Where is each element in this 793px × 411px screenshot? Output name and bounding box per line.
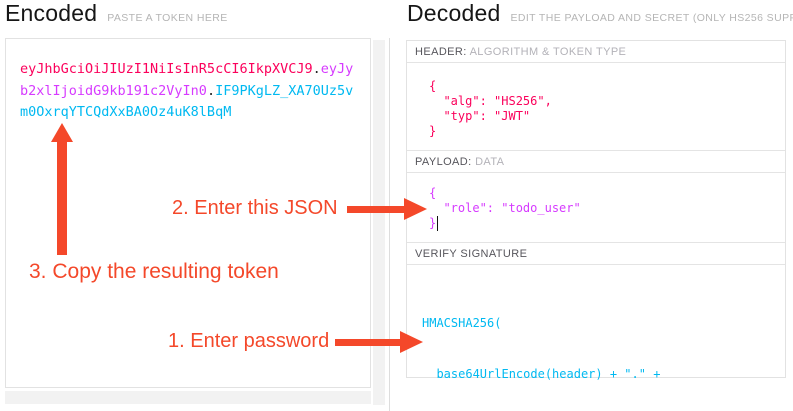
horizontal-scrollbar[interactable] [5, 391, 371, 404]
token-separator: . [206, 82, 216, 99]
header-section-label: HEADER: ALGORITHM & TOKEN TYPE [407, 41, 785, 63]
header-label-secondary: ALGORITHM & TOKEN TYPE [469, 46, 627, 58]
column-divider [389, 38, 390, 411]
payload-section-label: PAYLOAD: DATA [407, 151, 785, 173]
token-separator: . [312, 61, 321, 77]
encoded-title: Encoded [5, 0, 98, 26]
encoded-header: Encoded PASTE A TOKEN HERE [5, 0, 228, 27]
arrow-right-icon [400, 331, 423, 353]
verify-signature-label: VERIFY SIGNATURE [415, 248, 528, 260]
encoded-subtitle: PASTE A TOKEN HERE [107, 12, 228, 24]
signature-line-2: base64UrlEncode(header) + "." + [422, 367, 661, 381]
jwt-token[interactable]: eyJhbGciOiJIUzI1NiIsInR5cCI6IkpXVCJ9.eyJ… [20, 59, 355, 124]
decoded-header: Decoded EDIT THE PAYLOAD AND SECRET (ONL… [407, 0, 793, 27]
annotation-step2: 2. Enter this JSON [172, 197, 338, 219]
decoded-title: Decoded [407, 0, 501, 26]
token-header-segment: eyJhbGciOiJIUzI1NiIsInR5cCI6IkpXVCJ9 [20, 61, 313, 77]
text-cursor [437, 216, 438, 231]
arrow-step1-shaft [335, 339, 400, 346]
decoded-subtitle: EDIT THE PAYLOAD AND SECRET (ONLY HS256 … [510, 12, 793, 24]
vertical-scrollbar[interactable] [373, 40, 385, 405]
arrow-right-icon [404, 198, 427, 220]
payload-label-secondary: DATA [475, 156, 505, 168]
arrow-step2-shaft [347, 206, 405, 213]
annotation-step1: 1. Enter password [168, 330, 330, 352]
signature-section-label: VERIFY SIGNATURE [407, 243, 785, 265]
arrow-step3-shaft [57, 141, 67, 255]
header-label-primary: HEADER: [415, 46, 467, 58]
token-payload-segment: eyJyb2xlIjoidG9kb191c2VyIn0 [20, 61, 354, 99]
decoded-panel: HEADER: ALGORITHM & TOKEN TYPE { "alg": … [406, 40, 786, 381]
header-json-editor[interactable]: { "alg": "HS256", "typ": "JWT" } [407, 63, 785, 151]
signature-line-1: HMACSHA256( [422, 316, 502, 330]
arrow-up-icon [51, 123, 73, 142]
token-signature-segment: IF9PKgLZ_XA70Uz5vm0OxrqYTCQdXxBA0Oz4uK8l… [20, 82, 354, 121]
annotation-step3: 3. Copy the resulting token [29, 260, 279, 283]
payload-label-primary: PAYLOAD: [415, 156, 472, 168]
payload-json: { "role": "todo_user" } [429, 186, 581, 230]
payload-json-editor[interactable]: { "role": "todo_user" } [407, 173, 785, 243]
signature-block: HMACSHA256( base64UrlEncode(header) + ".… [407, 265, 785, 381]
